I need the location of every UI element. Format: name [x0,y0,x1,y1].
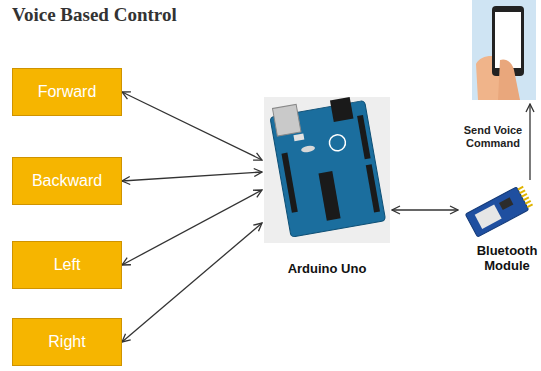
connector-arrow [122,172,262,181]
node-label: Right [48,333,85,351]
connector-arrow [122,223,262,342]
connector-arrow [122,190,262,265]
node-label: Left [54,256,81,274]
connector-arrow [392,209,458,210]
command-box: Right [12,318,122,366]
command-box: Forward [12,68,122,116]
command-box: Left [12,241,122,289]
arduino-board [264,93,390,243]
node-label: Bluetooth Module [458,244,541,274]
node-label: Forward [38,83,97,101]
bluetooth-module: Bluetooth Module [458,180,541,274]
phone-icon [472,0,536,100]
controller-board: Arduino Uno [262,95,392,277]
bluetooth-module [465,184,534,237]
command-box: Backward [12,157,122,205]
signal-arrow [529,104,530,180]
node-label: Arduino Uno [288,262,367,277]
annotation-label: Send Voice Command [462,124,524,150]
node-label: Backward [32,172,102,190]
connector-arrow [122,92,262,160]
diagram-title: Voice Based Control [12,4,177,26]
